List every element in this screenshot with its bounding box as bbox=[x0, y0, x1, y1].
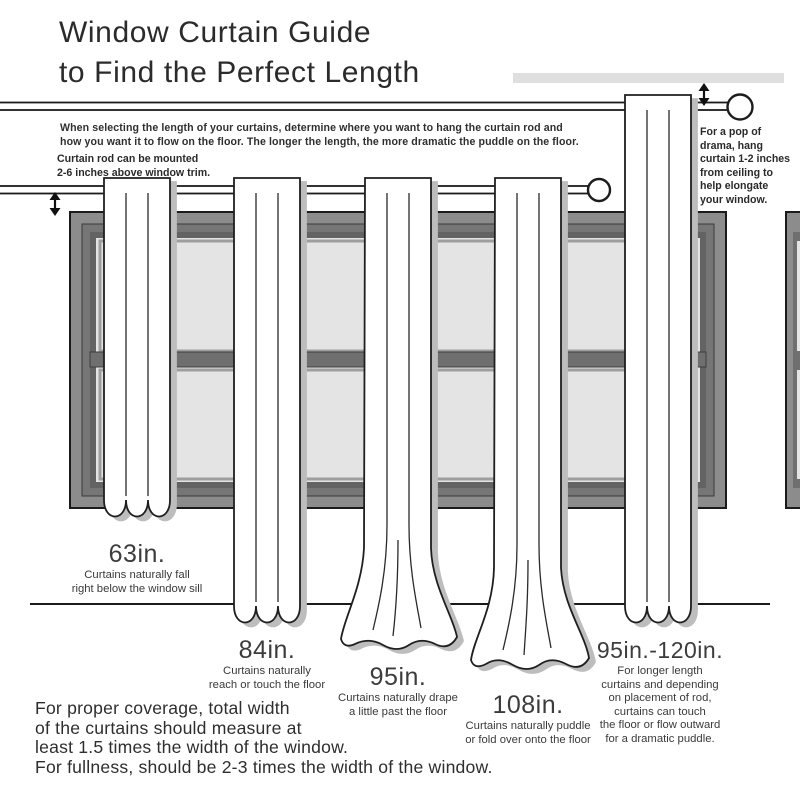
curtain-95-120in bbox=[624, 94, 692, 624]
ceiling-mount-note: For a pop of drama, hang curtain 1-2 inc… bbox=[700, 126, 791, 206]
curtain-84in-label: 84in. Curtains naturally reach or touch … bbox=[182, 637, 352, 692]
fragment-frame-inner bbox=[793, 232, 800, 488]
curtain-108in-body bbox=[470, 177, 590, 670]
curtain-95in-body bbox=[340, 177, 458, 650]
ceiling-offset-arrow-icon bbox=[698, 83, 710, 106]
curtain-84in-description: Curtains naturally reach or touch the fl… bbox=[208, 665, 326, 691]
cropped-window-fragment bbox=[785, 211, 800, 509]
curtain-95-120in-body bbox=[624, 94, 692, 624]
curtain-95in-fold bbox=[372, 193, 388, 631]
rod-offset-arrow-icon bbox=[49, 192, 61, 216]
curtain-95in-size: 95in. bbox=[369, 663, 427, 691]
curtain-95in-fold bbox=[392, 539, 399, 637]
curtain-84in-size: 84in. bbox=[238, 636, 296, 664]
title-accent-bar bbox=[513, 73, 784, 83]
curtain-95in-label: 95in. Curtains naturally drape a little … bbox=[313, 664, 483, 719]
curtain-108in bbox=[470, 177, 590, 670]
curtain-108in-fold bbox=[502, 193, 518, 651]
curtain-95in-fold bbox=[408, 193, 422, 629]
curtain-95in-description: Curtains naturally drape a little past t… bbox=[338, 692, 458, 718]
page-title: Window Curtain Guide to Find the Perfect… bbox=[59, 16, 420, 89]
ceiling-rod-bar bbox=[0, 101, 729, 111]
curtain-84in-body bbox=[233, 177, 301, 624]
curtain-95-120in-description: For longer length curtains and depending… bbox=[599, 665, 721, 745]
curtain-84in bbox=[233, 177, 301, 624]
curtain-108in-fold bbox=[538, 193, 552, 649]
rod-mount-note: Curtain rod can be mounted 2-6 inches ab… bbox=[57, 153, 211, 179]
curtain-63in-description: Curtains naturally fall right below the … bbox=[71, 569, 203, 595]
intro-text: When selecting the length of your curtai… bbox=[60, 122, 579, 148]
fragment-pane-lower bbox=[797, 370, 800, 479]
curtain-108in-description: Curtains naturally puddle or fold over o… bbox=[465, 720, 591, 746]
curtain-108in-fold bbox=[523, 559, 529, 656]
curtain-63in-size: 63in. bbox=[108, 540, 166, 568]
curtain-63in-label: 63in. Curtains naturally fall right belo… bbox=[52, 541, 222, 596]
fragment-pane-upper bbox=[797, 241, 800, 351]
ceiling-rod bbox=[0, 93, 754, 121]
curtain-rod-finial-icon bbox=[586, 177, 612, 203]
curtain-95-120in-size: 95in.-120in. bbox=[596, 637, 724, 663]
ceiling-rod-finial-icon bbox=[726, 93, 754, 121]
curtain-95-120in-label: 95in.-120in. For longer length curtains … bbox=[575, 637, 745, 746]
curtain-108in-label: 108in. Curtains naturally puddle or fold… bbox=[443, 692, 613, 747]
curtain-63in-body bbox=[103, 177, 171, 518]
curtain-63in bbox=[103, 177, 171, 518]
curtain-95in bbox=[340, 177, 458, 650]
coverage-note: For proper coverage, total width of the … bbox=[35, 698, 493, 777]
curtain-108in-size: 108in. bbox=[492, 691, 564, 719]
